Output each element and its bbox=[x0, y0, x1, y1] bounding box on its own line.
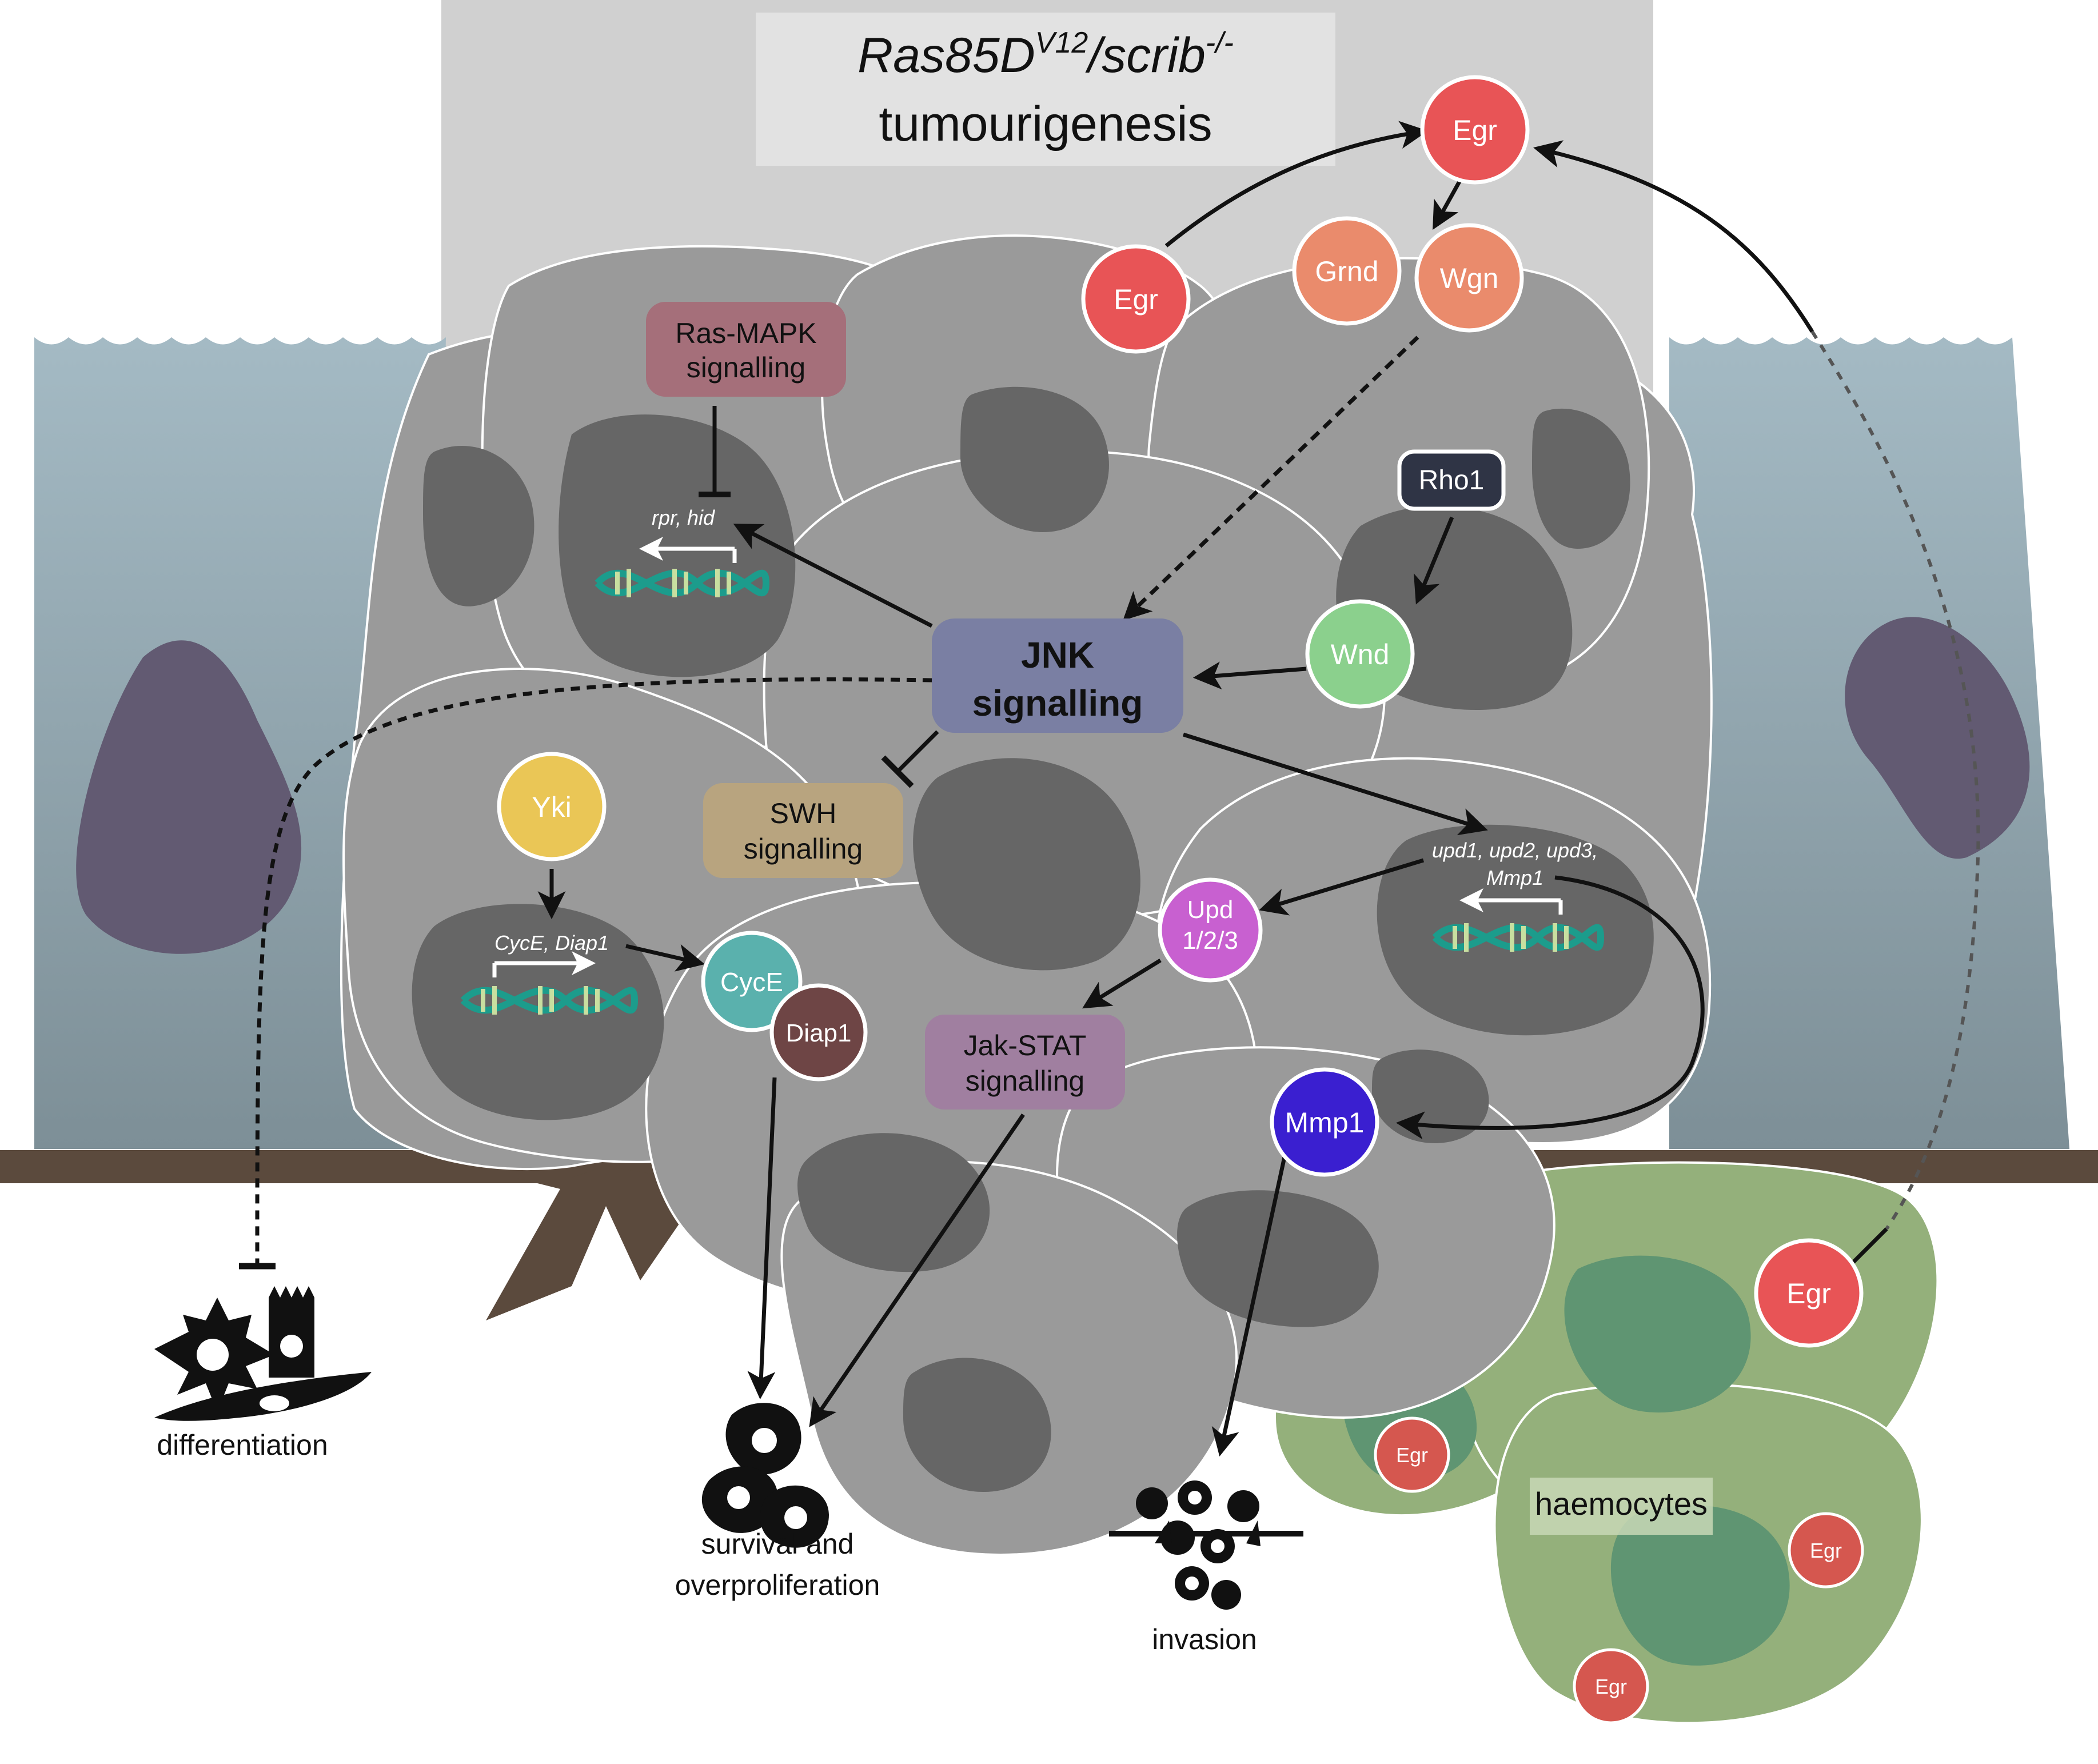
upd-node: Upd 1/2/3 bbox=[1158, 877, 1263, 983]
rho1-node: Rho1 bbox=[1397, 449, 1506, 511]
title-box bbox=[756, 13, 1335, 166]
jak-stat-signalling-box: Jak-STAT signalling bbox=[925, 1015, 1125, 1110]
svg-text:Upd: Upd bbox=[1187, 896, 1234, 924]
svg-text:Egr: Egr bbox=[1595, 1675, 1627, 1698]
grnd-node: Grnd bbox=[1292, 216, 1402, 326]
arrow-genes-cyce bbox=[625, 944, 705, 972]
diap1-node: Diap1 bbox=[769, 983, 868, 1081]
haemocytes-label: haemocytes bbox=[1535, 1486, 1708, 1522]
title-line2: tumourigenesis bbox=[879, 97, 1212, 151]
haemocytes-label-box bbox=[1530, 1478, 1713, 1535]
svg-text:Wnd: Wnd bbox=[1331, 638, 1390, 671]
svg-text:Grnd: Grnd bbox=[1315, 256, 1378, 288]
wgn-node: Wgn bbox=[1414, 223, 1524, 333]
mmp1-node: Mmp1 bbox=[1270, 1067, 1379, 1177]
svg-text:signalling: signalling bbox=[966, 1065, 1084, 1097]
egr-node-top: Egr bbox=[1420, 75, 1530, 185]
epithelial-cell-right bbox=[1845, 617, 2030, 859]
svg-text:Ras-MAPK: Ras-MAPK bbox=[675, 317, 816, 349]
differentiation-icon bbox=[154, 1286, 372, 1421]
gene-label-cyce-diap1: CycE, Diap1 bbox=[494, 931, 609, 955]
svg-text:Diap1: Diap1 bbox=[786, 1019, 852, 1047]
svg-text:Egr: Egr bbox=[1396, 1443, 1428, 1467]
arrow-diap1-survival bbox=[747, 1077, 777, 1400]
egr-node-cell: Egr bbox=[1081, 244, 1191, 354]
dna-rpr-hid bbox=[595, 537, 769, 597]
inhibit-jnk-swh-bar bbox=[881, 755, 914, 788]
survival-icon bbox=[701, 1403, 829, 1548]
arrow-egr-grnd bbox=[1433, 173, 1466, 230]
egr-node-haemocyte-c: Egr bbox=[1573, 1648, 1649, 1725]
title-line1: Ras85DV12/scrib-/- bbox=[857, 26, 1234, 83]
gene-label-upd-line2: Mmp1 bbox=[1486, 866, 1543, 889]
svg-text:JNK: JNK bbox=[1021, 634, 1094, 676]
gene-label-upd-line1: upd1, upd2, upd3, bbox=[1432, 839, 1598, 862]
svg-text:Mmp1: Mmp1 bbox=[1285, 1107, 1365, 1139]
gene-label-rpr-hid: rpr, hid bbox=[652, 506, 715, 529]
swh-signalling-box: SWH signalling bbox=[703, 783, 903, 878]
arrow-wnd-jnk bbox=[1192, 661, 1307, 690]
svg-text:1/2/3: 1/2/3 bbox=[1182, 927, 1238, 955]
epithelial-cell-left bbox=[76, 640, 302, 954]
arrow-jnk-rpr-hid bbox=[733, 524, 933, 628]
svg-text:Egr: Egr bbox=[1810, 1539, 1842, 1562]
arrow-upd-jakstat bbox=[1082, 959, 1162, 1009]
svg-text:CycE: CycE bbox=[720, 967, 783, 997]
egr-node-haemocyte-a: Egr bbox=[1374, 1416, 1450, 1493]
invasion-label: invasion bbox=[1152, 1623, 1257, 1655]
egr-node-haemocyte-b: Egr bbox=[1788, 1512, 1864, 1589]
cyce-node: CycE bbox=[701, 931, 803, 1032]
svg-text:signalling: signalling bbox=[744, 833, 863, 865]
jnk-signalling-box: JNK signalling bbox=[932, 618, 1183, 733]
membrane-breach-left bbox=[486, 1166, 703, 1320]
survival-label-line1: survival and bbox=[701, 1528, 854, 1560]
arrow-egr-secretion bbox=[1164, 121, 1429, 248]
svg-text:SWH: SWH bbox=[770, 797, 837, 829]
invasion-icon bbox=[1109, 1480, 1303, 1610]
arrow-jnk-upd-genes bbox=[1182, 732, 1488, 836]
wnd-node: Wnd bbox=[1305, 599, 1415, 709]
arrow-rho1-wnd bbox=[1413, 516, 1454, 605]
dna-cyce-diap1 bbox=[460, 951, 638, 1015]
inhibit-jnk-swh bbox=[896, 730, 939, 773]
svg-text:Egr: Egr bbox=[1114, 284, 1158, 316]
svg-text:Jak-STAT: Jak-STAT bbox=[964, 1029, 1087, 1061]
arrow-mmp1-invasion bbox=[1211, 1148, 1289, 1456]
svg-text:Egr: Egr bbox=[1786, 1278, 1831, 1310]
svg-text:Wgn: Wgn bbox=[1440, 262, 1499, 294]
svg-text:Rho1: Rho1 bbox=[1419, 465, 1485, 496]
egr-node-haemocyte-large: Egr bbox=[1754, 1238, 1864, 1348]
yki-node: Yki bbox=[497, 752, 607, 861]
ras-mapk-signalling-box: Ras-MAPK signalling bbox=[646, 302, 846, 397]
path-haemocyte-egr-dashed bbox=[1810, 330, 1980, 1230]
arrow-jakstat-survival bbox=[809, 1114, 1025, 1427]
arrow-mmp1-gene-protein bbox=[1395, 875, 1705, 1140]
arrow-genes-upd bbox=[1259, 858, 1425, 916]
differentiation-label: differentiation bbox=[157, 1429, 328, 1461]
svg-text:signalling: signalling bbox=[972, 683, 1143, 724]
path-haemocyte-egr-start bbox=[1850, 1227, 1888, 1265]
svg-text:Yki: Yki bbox=[532, 791, 571, 823]
arrow-haemocyte-egr bbox=[1533, 140, 1814, 333]
dna-upd-mmp1 bbox=[1432, 888, 1604, 952]
svg-text:Egr: Egr bbox=[1453, 114, 1497, 146]
svg-text:signalling: signalling bbox=[687, 352, 805, 384]
inhibit-jnk-differentiation bbox=[255, 677, 932, 1264]
survival-label-line2: overproliferation bbox=[675, 1569, 880, 1601]
